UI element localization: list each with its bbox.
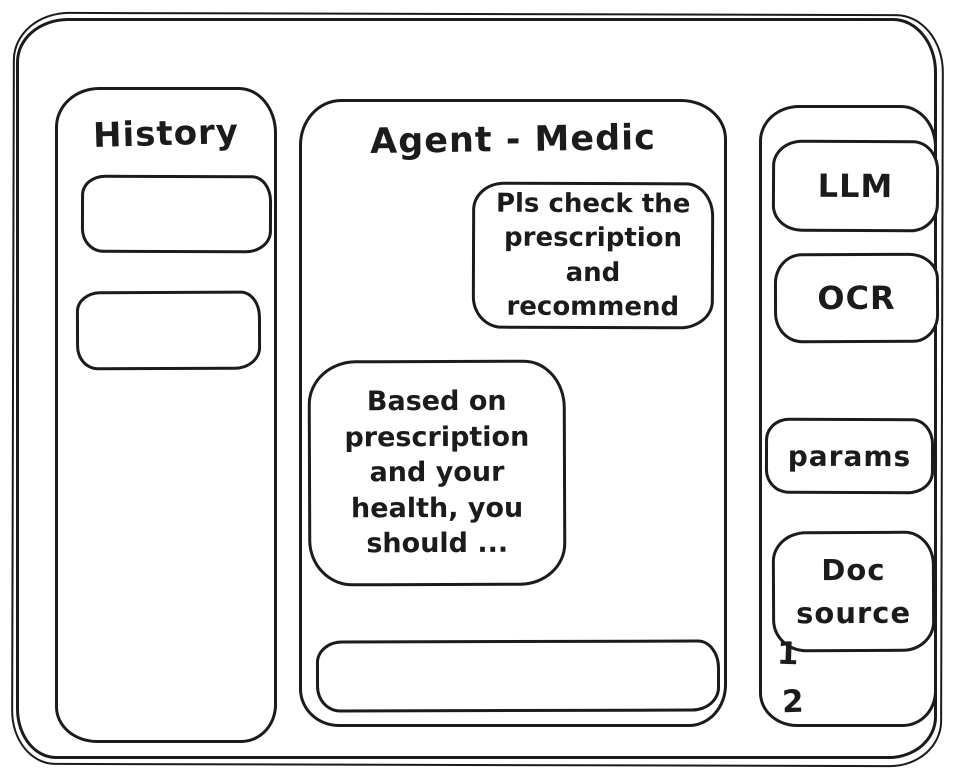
doc-source-item-1[interactable]: 1 xyxy=(776,635,800,673)
tool-button-doc-source[interactable]: Doc source xyxy=(771,530,936,653)
user-message-bubble: Pls check the prescription and recommend xyxy=(471,181,715,330)
tool-button-params-label: params xyxy=(787,439,912,473)
tool-button-ocr-label: OCR xyxy=(817,278,896,318)
history-sidebar: History xyxy=(55,87,277,743)
tool-button-ocr[interactable]: OCR xyxy=(773,252,940,344)
history-item-placeholder[interactable] xyxy=(80,174,273,254)
message-input[interactable] xyxy=(318,642,718,710)
chat-title: Agent - Medic xyxy=(369,118,657,162)
history-title: History xyxy=(92,111,240,157)
tool-button-llm-label: LLM xyxy=(817,166,894,206)
assistant-message-text: Based on prescription and your health, y… xyxy=(344,385,530,560)
user-message-text: Pls check the prescription and recommend xyxy=(495,188,691,323)
doc-source-item-2[interactable]: 2 xyxy=(781,683,805,721)
history-item-placeholder[interactable] xyxy=(75,290,262,371)
tool-button-doc-source-label: Doc source xyxy=(796,553,912,630)
assistant-message-bubble: Based on prescription and your health, y… xyxy=(307,359,567,587)
tools-sidebar: LLM OCR params Doc source 1 2 xyxy=(759,105,940,727)
tool-button-params[interactable]: params xyxy=(764,417,935,495)
chat-panel: Agent - Medic Pls check the prescription… xyxy=(299,99,727,727)
message-input-bar[interactable] xyxy=(315,639,721,713)
app-frame: History Agent - Medic Pls check the pres… xyxy=(16,18,940,759)
tool-button-llm[interactable]: LLM xyxy=(771,139,940,233)
